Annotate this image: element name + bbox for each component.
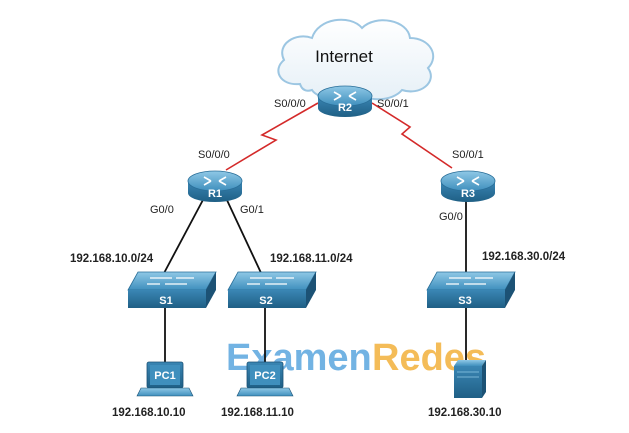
switch-label-s2: S2 bbox=[259, 295, 272, 307]
ethernet-link-r1-s2 bbox=[225, 197, 263, 276]
pc-label-pc1: PC1 bbox=[154, 370, 175, 382]
pc-pc2[interactable]: PC2 bbox=[236, 361, 294, 397]
router-label-r2: R2 bbox=[338, 102, 352, 114]
pc2-ip-label: 192.168.11.10 bbox=[221, 407, 294, 419]
network-label-lan2: 192.168.11.0/24 bbox=[270, 253, 353, 265]
router-arrows-icon bbox=[203, 176, 227, 186]
interface-label-r3-g00: G0/0 bbox=[439, 211, 463, 223]
router-arrows-icon bbox=[456, 176, 480, 186]
interface-label-r2-s001: S0/0/1 bbox=[377, 98, 409, 110]
router-arrows-icon bbox=[333, 91, 357, 101]
router-label-r3: R3 bbox=[461, 188, 475, 200]
router-label-r1: R1 bbox=[208, 188, 222, 200]
server-icon bbox=[457, 371, 479, 378]
switch-s2[interactable]: S2 bbox=[227, 271, 317, 308]
cloud-label: Internet bbox=[315, 47, 373, 66]
pc-pc1[interactable]: PC1 bbox=[136, 361, 194, 397]
links bbox=[162, 102, 467, 362]
network-label-lan1: 192.168.10.0/24 bbox=[70, 253, 154, 265]
switch-arrows-icon bbox=[247, 277, 294, 285]
ethernet-link-r1-s1 bbox=[162, 197, 205, 276]
switch-arrows-icon bbox=[446, 277, 493, 285]
pc-label-pc2: PC2 bbox=[254, 370, 275, 382]
pc1-ip-label: 192.168.10.10 bbox=[112, 407, 186, 419]
server-ip-label: 192.168.30.10 bbox=[428, 407, 502, 419]
interface-label-r1-g01: G0/1 bbox=[240, 204, 264, 216]
network-label-lan3: 192.168.30.0/24 bbox=[482, 251, 566, 263]
interface-labels: S0/0/0 S0/0/1 S0/0/0 G0/0 G0/1 S0/0/1 G0… bbox=[150, 98, 484, 223]
network-labels: 192.168.10.0/24 192.168.11.0/24 192.168.… bbox=[70, 251, 566, 265]
interface-label-r1-g00: G0/0 bbox=[150, 204, 174, 216]
host-ip-labels: 192.168.10.10 192.168.11.10 192.168.30.1… bbox=[112, 407, 502, 419]
router-r1[interactable]: R1 bbox=[187, 170, 243, 202]
switch-label-s1: S1 bbox=[159, 295, 172, 307]
serial-link-r2-r1 bbox=[225, 102, 319, 171]
switch-s1[interactable]: S1 bbox=[127, 271, 217, 308]
switch-arrows-icon bbox=[147, 277, 194, 285]
internet-cloud: Internet bbox=[277, 18, 435, 101]
switch-label-s3: S3 bbox=[458, 295, 471, 307]
router-r3[interactable]: R3 bbox=[440, 170, 496, 202]
server[interactable] bbox=[454, 360, 486, 398]
interface-label-r3-s001: S0/0/1 bbox=[452, 149, 484, 161]
serial-link-r2-r3 bbox=[371, 102, 453, 169]
router-r2[interactable]: R2 bbox=[317, 85, 373, 117]
interface-label-r2-s000: S0/0/0 bbox=[274, 98, 306, 110]
interface-label-r1-s000: S0/0/0 bbox=[198, 149, 230, 161]
switch-s3[interactable]: S3 bbox=[426, 271, 516, 308]
